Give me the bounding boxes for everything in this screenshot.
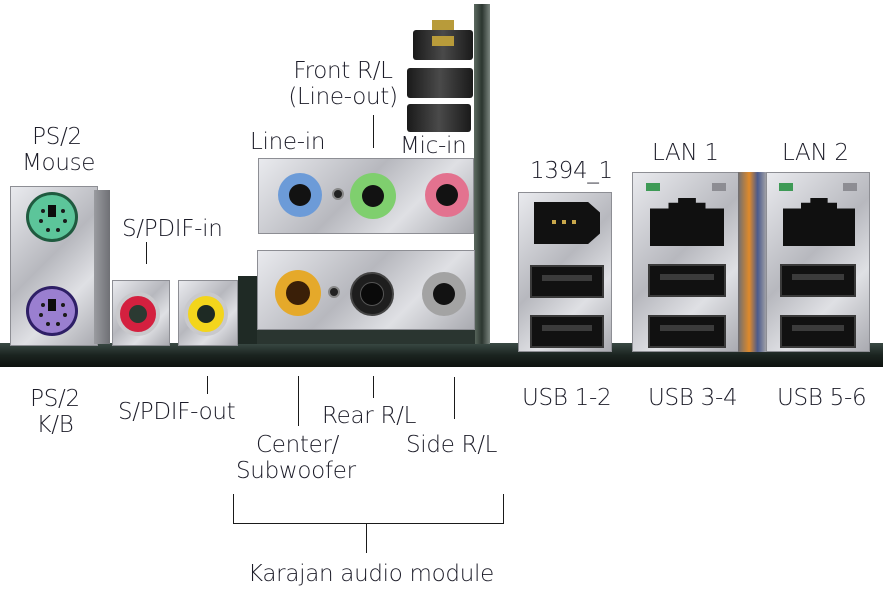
label-line: Center/ — [256, 432, 340, 458]
label-spdif-out: S/PDIF-out — [118, 399, 236, 425]
label-line: Subwoofer — [236, 458, 356, 484]
ps2-pin — [61, 303, 65, 307]
board-shadow — [257, 330, 475, 344]
ps2-keyboard-port[interactable] — [26, 286, 78, 336]
shield-separator — [738, 172, 766, 352]
mic-small-hole — [332, 188, 344, 200]
usb-port-1[interactable] — [530, 265, 604, 298]
jack-hole — [197, 305, 215, 323]
label-line: PS/2 — [32, 124, 82, 150]
label-usb56: USB 5-6 — [777, 385, 867, 411]
mic-in-jack[interactable] — [425, 173, 469, 217]
leader-front-rl — [373, 115, 374, 148]
label-spdif-in: S/PDIF-in — [122, 216, 223, 242]
label-1394: 1394_1 — [530, 158, 613, 184]
ps2-side — [94, 190, 110, 344]
ps2-key-slot — [48, 298, 56, 311]
leader-rear-rl — [373, 376, 374, 398]
label-mic-in: Mic-in — [400, 133, 467, 159]
label-lan1: LAN 1 — [652, 140, 719, 166]
spdif-out-jack[interactable] — [184, 292, 228, 336]
ps2-pin — [46, 322, 50, 326]
jack-hole — [360, 282, 384, 306]
usb-tongue — [792, 325, 844, 332]
jumper-gold — [432, 20, 454, 30]
lan2-activity-led — [843, 183, 857, 191]
ps2-pin — [41, 303, 45, 307]
bracket-right — [503, 494, 504, 524]
label-line-in: Line-in — [250, 129, 326, 155]
rear-rl-jack[interactable] — [350, 272, 394, 316]
label-line: Mouse — [22, 150, 96, 176]
usb-tongue — [541, 275, 593, 282]
label-lan2: LAN 2 — [782, 140, 849, 166]
usb-port-4[interactable] — [648, 315, 726, 348]
jack-hole — [436, 184, 458, 206]
label-line: PS/2 — [30, 386, 80, 412]
center-subwoofer-jack[interactable] — [275, 270, 321, 316]
ps2-key-slot — [48, 204, 56, 217]
label-center-sub: Center/ Subwoofer — [236, 432, 356, 484]
usb-tongue — [660, 274, 714, 281]
jack-hole — [129, 305, 147, 323]
label-ps2-mouse: PS/2 Mouse — [22, 124, 96, 176]
ps2-pin — [56, 228, 60, 232]
bracket-bottom — [233, 523, 504, 524]
usb-tongue — [792, 274, 844, 281]
capacitor — [407, 68, 473, 98]
label-front-rl: Front R/L (Line-out) — [278, 58, 408, 110]
label-usb34: USB 3-4 — [648, 385, 738, 411]
lan2-link-led — [779, 183, 793, 191]
ps2-pin — [61, 209, 65, 213]
lan1-activity-led — [712, 183, 726, 191]
front-out-jack[interactable] — [350, 173, 396, 219]
ps2-pin — [41, 209, 45, 213]
usb-port-6[interactable] — [780, 315, 856, 348]
side-rl-jack[interactable] — [422, 272, 466, 316]
label-side-rl: Side R/L — [406, 432, 498, 458]
label-line: Front R/L — [293, 58, 393, 84]
label-audio-module: Karajan audio module — [248, 561, 494, 587]
board-dark-block — [238, 276, 258, 344]
ps2-pin — [39, 219, 43, 223]
bracket-left — [233, 494, 234, 524]
usb-tongue — [660, 325, 714, 332]
spdif-in-jack[interactable] — [116, 292, 160, 336]
label-usb12: USB 1-2 — [522, 385, 612, 411]
ps2-pin — [56, 322, 60, 326]
ps2-pin — [39, 313, 43, 317]
jumper-gold — [432, 36, 454, 46]
bracket-stem — [366, 523, 367, 553]
jack-hole — [433, 283, 455, 305]
audio-module-pcb — [474, 4, 490, 344]
jack-hole — [289, 184, 311, 206]
ieee1394-port[interactable] — [534, 202, 600, 244]
ps2-pin — [46, 228, 50, 232]
leader-side-rl — [454, 377, 455, 419]
jack-hole — [362, 185, 384, 207]
leader-spdif-out — [207, 376, 208, 394]
capacitor — [407, 104, 471, 132]
leader-spdif-in — [146, 242, 147, 264]
leader-center-sub — [298, 376, 299, 426]
label-ps2-kb: PS/2 K/B — [20, 386, 90, 438]
usb-port-5[interactable] — [780, 264, 856, 297]
usb-port-3[interactable] — [648, 264, 726, 297]
ps2-pin — [63, 219, 67, 223]
ps2-mouse-port[interactable] — [26, 192, 78, 242]
port-pins — [552, 220, 582, 224]
label-line: K/B — [36, 412, 74, 438]
usb-tongue — [541, 325, 593, 332]
small-hole — [328, 286, 340, 298]
label-line: (Line-out) — [288, 84, 398, 110]
label-rear-rl: Rear R/L — [322, 403, 417, 429]
line-in-jack[interactable] — [278, 173, 322, 217]
usb-port-2[interactable] — [530, 315, 604, 348]
jack-hole — [286, 281, 310, 305]
lan1-link-led — [646, 183, 660, 191]
ps2-pin — [63, 313, 67, 317]
